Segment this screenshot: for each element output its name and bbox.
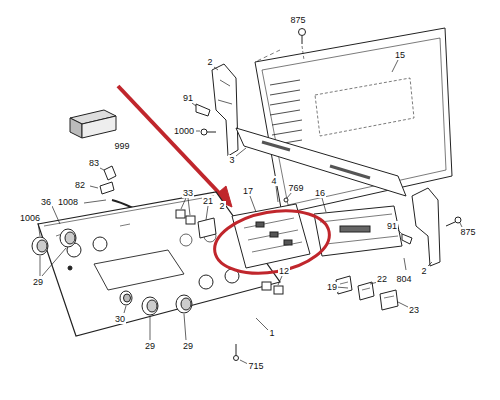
- callout-number: 1008: [57, 197, 79, 207]
- back-panel: [255, 28, 452, 214]
- callout-number: 23: [408, 305, 420, 315]
- callout-number: 12: [278, 266, 290, 276]
- callout-number: 91: [182, 93, 194, 103]
- pointer-arrow: [118, 86, 232, 207]
- control-board: [314, 206, 402, 256]
- callout-number: 875: [459, 227, 476, 237]
- callout-number: 1000: [173, 126, 195, 136]
- callout-number: 82: [74, 180, 86, 190]
- callout-number: 29: [144, 341, 156, 351]
- callout-number: 29: [182, 341, 194, 351]
- callout-number: 30: [114, 314, 126, 324]
- knob: [32, 229, 76, 255]
- highlight-oval: [210, 202, 335, 281]
- callout-number: 19: [326, 282, 338, 292]
- callout-number: 769: [287, 183, 304, 193]
- callout-number: 29: [32, 277, 44, 287]
- callout-number: 4: [270, 176, 277, 186]
- callout-number: 17: [242, 186, 254, 196]
- callout-number: 999: [113, 141, 130, 151]
- callout-number: 2: [218, 201, 225, 211]
- callout-number: 1006: [19, 213, 41, 223]
- callout-number: 875: [289, 15, 306, 25]
- side-bracket: [412, 188, 440, 266]
- knob: [120, 291, 192, 315]
- callout-number: 715: [247, 361, 264, 371]
- callout-number: 83: [88, 158, 100, 168]
- callout-number: 1: [268, 328, 275, 338]
- side-bracket: [212, 64, 238, 156]
- screw: [299, 29, 306, 61]
- control-board: [232, 204, 310, 268]
- trim-strip: [236, 128, 406, 196]
- callout-number: 36: [40, 197, 52, 207]
- callout-number: 804: [395, 274, 412, 284]
- callout-number: 15: [394, 50, 406, 60]
- callout-number: 16: [314, 188, 326, 198]
- callout-number: 33: [182, 188, 194, 198]
- callout-number: 3: [228, 155, 235, 165]
- callout-number: 2: [420, 266, 427, 276]
- callout-number: 22: [376, 274, 388, 284]
- switch: [336, 276, 398, 310]
- callout-number: 21: [202, 196, 214, 206]
- callout-number: 2: [206, 57, 213, 67]
- callout-number: 91: [386, 221, 398, 231]
- parts-box: [70, 110, 116, 138]
